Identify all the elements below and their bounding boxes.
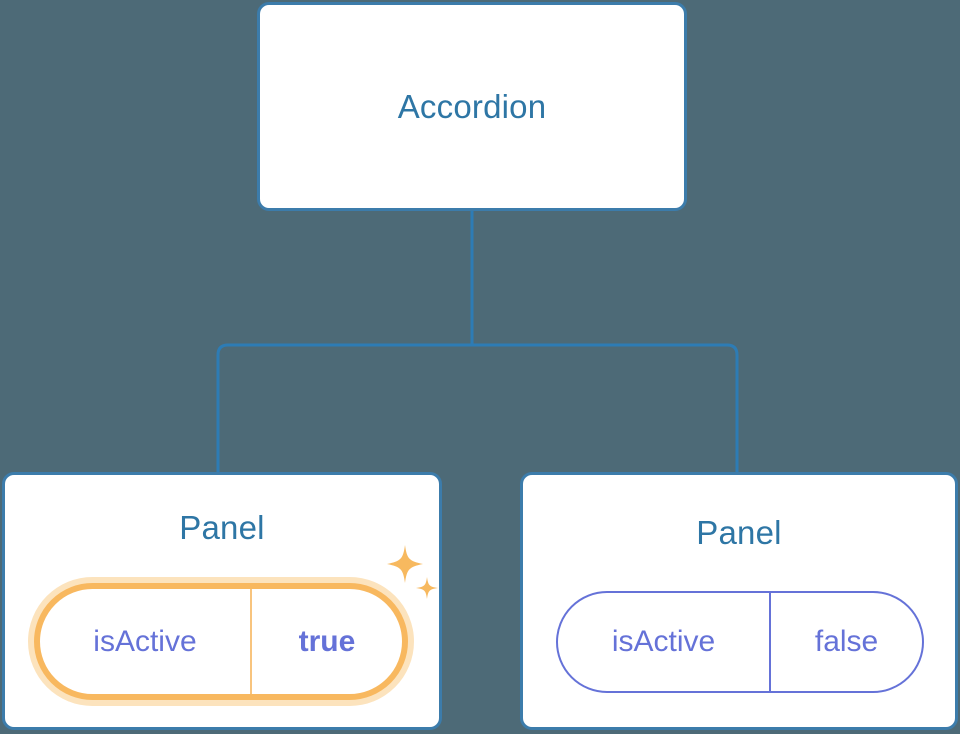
connector-branch-right (472, 343, 739, 473)
prop-pill-highlight[interactable]: isActive true (34, 583, 408, 700)
node-panel-1-title: Panel (179, 509, 265, 546)
prop-pill-panel-1[interactable]: isActive true (34, 583, 408, 700)
node-accordion[interactable]: Accordion (257, 2, 687, 211)
connector-branch-left (216, 343, 472, 473)
prop-value: true (249, 589, 402, 694)
prop-pill-panel-2[interactable]: isActive false (556, 591, 924, 693)
prop-key: isActive (93, 624, 197, 658)
node-panel-2-title: Panel (696, 514, 782, 551)
prop-value: false (769, 593, 922, 691)
prop-key: isActive (611, 625, 716, 658)
prop-pill-plain[interactable]: isActive false (556, 591, 924, 693)
node-accordion-title: Accordion (397, 87, 547, 125)
